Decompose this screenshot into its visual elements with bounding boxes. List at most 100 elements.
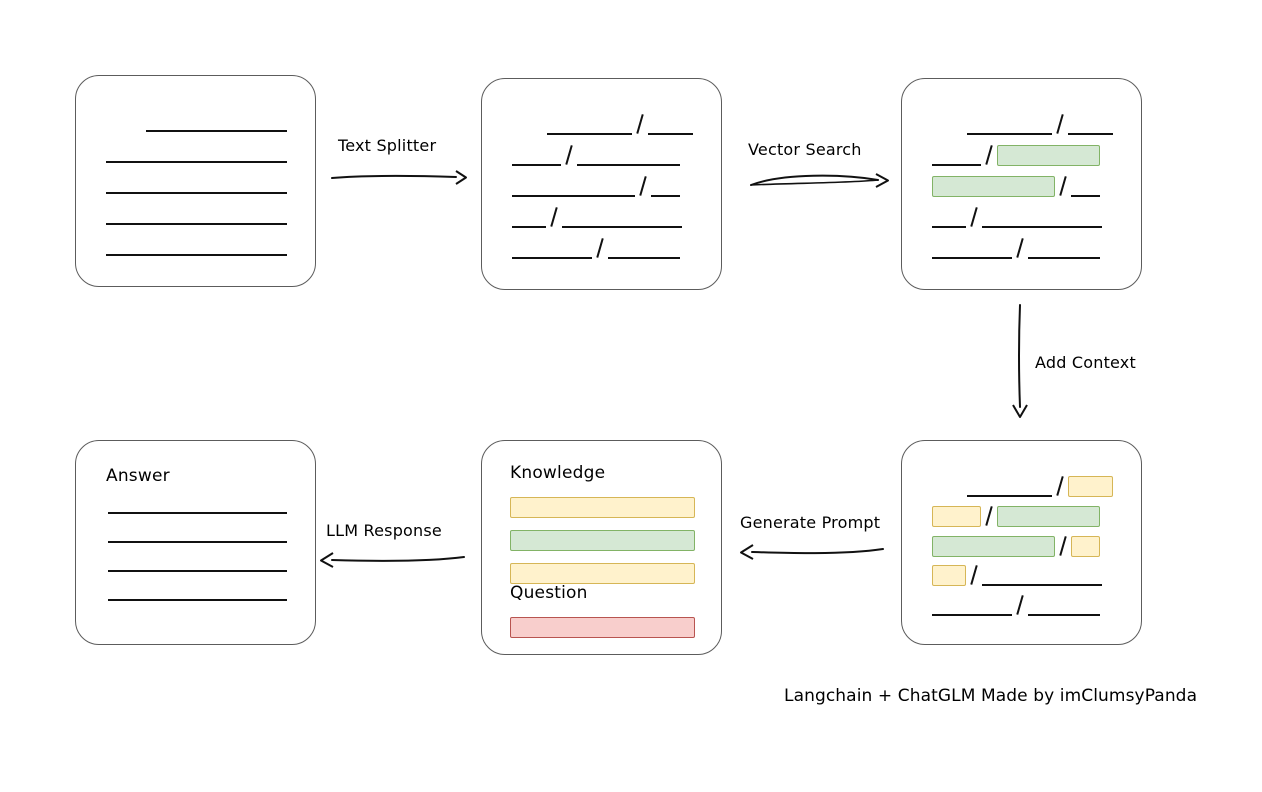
box-prompt: Knowledge Question [481, 440, 722, 655]
chunk-segment [982, 564, 1102, 587]
chunk-segment [932, 144, 981, 166]
chunk-row [932, 535, 1113, 557]
chunk-highlight-green [932, 176, 1056, 197]
chunk-highlight-yellow [932, 505, 981, 527]
knowledge-bar-green [510, 530, 695, 551]
question-label: Question [510, 583, 588, 603]
slash-separator [1052, 475, 1068, 497]
context-chunks-rows [932, 475, 1113, 616]
arrow-label-vector-search: Vector Search [748, 140, 862, 159]
answer-line [108, 541, 287, 544]
chunk-row [932, 144, 1113, 166]
chunk-row [512, 113, 693, 135]
chunk-segment [1027, 594, 1101, 616]
chunk-segment [966, 113, 1052, 135]
answer-lines [108, 499, 287, 614]
slash-separator [635, 175, 651, 197]
chunk-segment [546, 113, 632, 135]
arrow-generate-prompt: Generate Prompt [738, 513, 888, 568]
answer-label: Answer [106, 466, 170, 486]
slash-separator [966, 206, 982, 228]
slash-separator [1055, 535, 1071, 557]
chunk-segment [1067, 113, 1113, 135]
arrow-line-generate-prompt [740, 544, 884, 560]
chunk-segment [1071, 175, 1101, 197]
chunk-segment [651, 175, 681, 197]
chunk-segment [647, 113, 693, 135]
chunk-highlight-yellow [932, 565, 967, 587]
arrow-add-context: Add Context [1005, 303, 1165, 423]
arrow-label-add-context: Add Context [1035, 353, 1136, 372]
arrow-label-generate-prompt: Generate Prompt [740, 513, 881, 532]
chunk-segment [512, 206, 547, 228]
chunk-segment [932, 237, 1012, 259]
chunk-row [932, 475, 1113, 497]
knowledge-bar-yellow [510, 563, 695, 584]
source-document-lines [106, 110, 287, 256]
arrow-text-splitter: Text Splitter [330, 136, 470, 191]
line-segment [145, 110, 287, 132]
chunk-row [512, 175, 693, 197]
chunk-highlight-green [996, 505, 1101, 527]
diagram-caption: Langchain + ChatGLM Made by imClumsyPand… [784, 686, 1198, 706]
chunk-row [512, 144, 693, 166]
chunk-segment [982, 206, 1102, 228]
chunk-row [932, 564, 1113, 587]
line-segment [106, 203, 287, 225]
arrow-llm-response: LLM Response [318, 521, 468, 576]
answer-line [108, 569, 287, 572]
slash-separator [592, 237, 608, 259]
slash-separator [632, 113, 648, 135]
arrow-vector-search: Vector Search [748, 140, 893, 195]
chunk-segment [512, 175, 636, 197]
chunk-row [932, 594, 1113, 616]
answer-line [108, 598, 287, 601]
chunk-segment [932, 594, 1012, 616]
slash-separator [981, 505, 997, 527]
slash-separator [966, 564, 982, 586]
chunk-segment [932, 206, 967, 228]
document-line [106, 110, 287, 132]
arrow-line-add-context [1012, 304, 1028, 418]
split-chunks-rows [512, 113, 693, 259]
box-source-document [75, 75, 316, 287]
question-bar-red [510, 617, 695, 638]
slash-separator [1012, 237, 1028, 259]
chunk-row [932, 237, 1113, 259]
chunk-row [932, 175, 1113, 197]
knowledge-label: Knowledge [510, 463, 606, 483]
chunk-row [512, 206, 693, 228]
chunk-highlight-yellow [1071, 535, 1101, 557]
chunk-segment [1027, 237, 1101, 259]
slash-separator [1055, 175, 1071, 197]
box-context-chunks [901, 440, 1142, 645]
chunk-segment [512, 237, 592, 259]
chunk-segment [512, 144, 561, 166]
chunk-highlight-green [996, 145, 1101, 166]
chunk-row [932, 113, 1113, 135]
document-line [106, 234, 287, 256]
document-line [106, 141, 287, 163]
slash-separator [561, 144, 577, 166]
chunk-row [932, 206, 1113, 228]
slash-separator [546, 206, 562, 228]
box-matched-chunks [901, 78, 1142, 290]
arrow-label-llm-response: LLM Response [326, 521, 442, 540]
arrow-line-llm-response [320, 552, 465, 568]
chunk-row [932, 505, 1113, 527]
chunk-row [512, 237, 693, 259]
arrow-line-text-splitter [331, 170, 467, 185]
box-split-chunks [481, 78, 722, 290]
arrow-label-text-splitter: Text Splitter [338, 136, 437, 155]
arrow-line-vector-search [750, 173, 889, 188]
line-segment [106, 172, 287, 194]
chunk-segment [576, 144, 681, 166]
document-line [106, 172, 287, 194]
chunk-segment [607, 237, 681, 259]
chunk-segment [966, 475, 1052, 497]
slash-separator [1052, 113, 1068, 135]
answer-line [108, 512, 287, 515]
slash-separator [1012, 594, 1028, 616]
line-segment [106, 141, 287, 163]
